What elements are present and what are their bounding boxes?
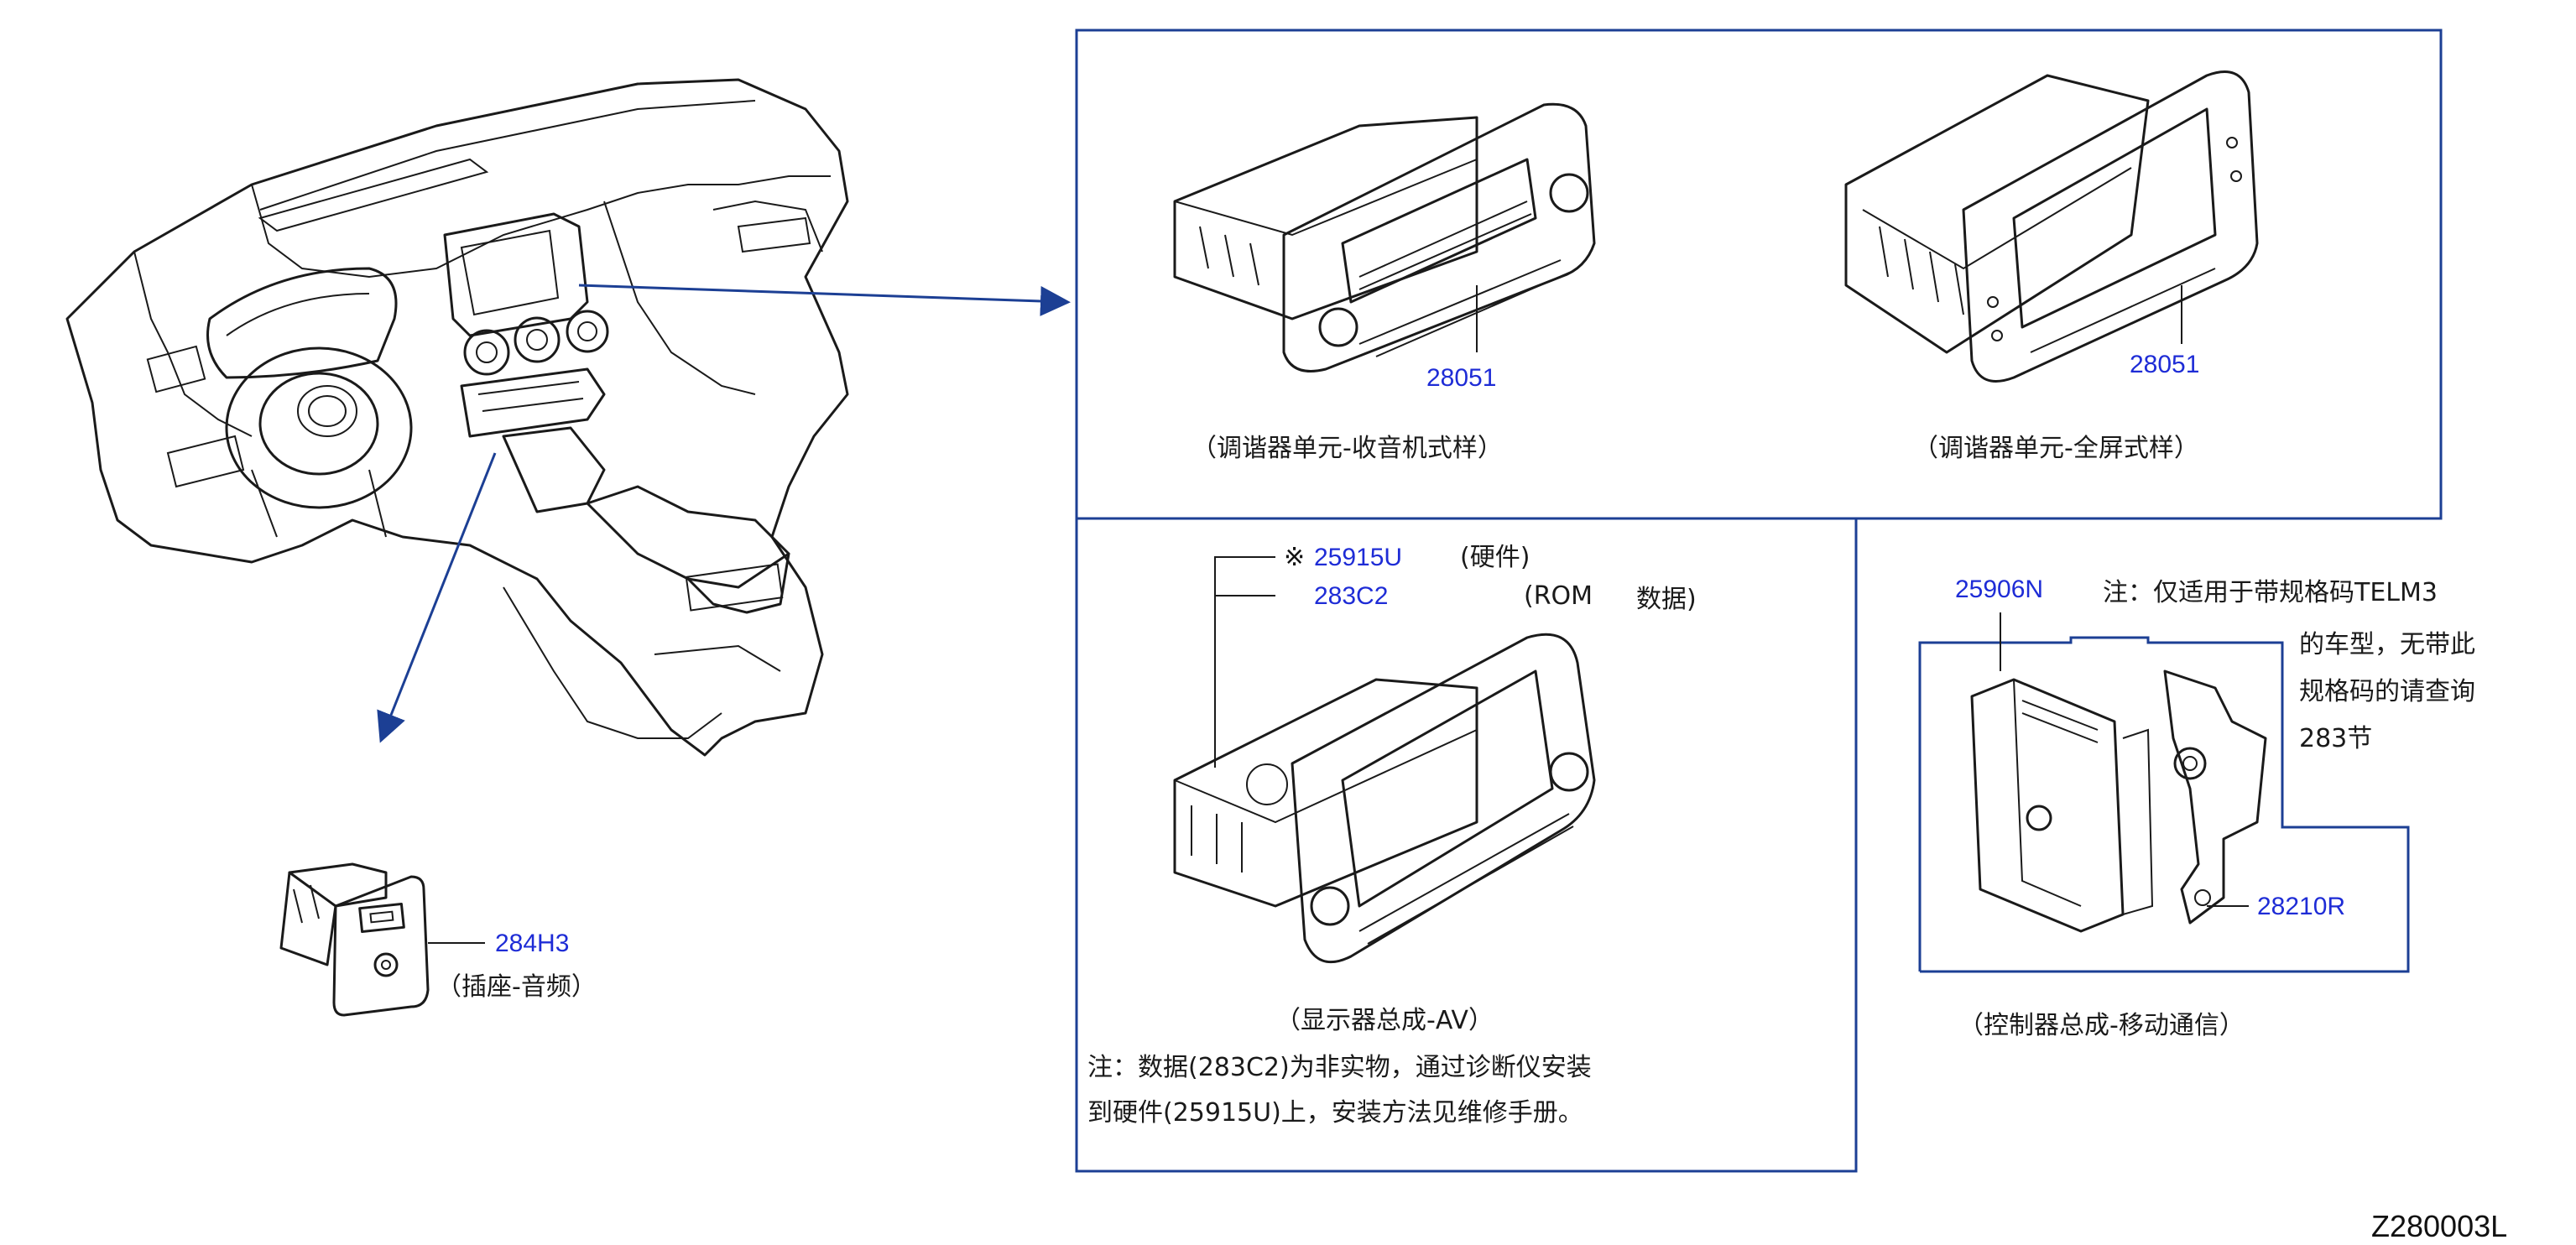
part-number-usb-socket: 284H3 — [495, 930, 569, 957]
tcu-illustration — [1970, 669, 2267, 933]
part-number-display-hw: 25915U — [1314, 544, 1402, 571]
leader-display-hw — [1214, 556, 1275, 768]
caption-usb-socket: （插座-音频） — [436, 972, 597, 1002]
part-number-tuner-full: 28051 — [2130, 351, 2199, 378]
tcu-note-line-2: 的车型，无带此 — [2299, 630, 2475, 659]
part-number-tcu: 25906N — [1955, 576, 2043, 603]
display-av-illustration — [1173, 633, 1596, 964]
tuner-frame — [1075, 29, 2443, 520]
tuner-full-illustration — [1844, 70, 2259, 383]
part-number-bracket: 28210R — [2257, 893, 2345, 920]
arrow-to-tuner — [578, 284, 1071, 316]
caption-tcu: （控制器总成-移动通信） — [1958, 1011, 2245, 1040]
tuner-radio-illustration — [1173, 102, 1596, 372]
note-display-rom-1: (ROM — [1524, 581, 1593, 611]
caption-tuner-radio: （调谐器单元-收音机式样） — [1192, 434, 1503, 463]
caption-display-av: （显示器总成-AV） — [1275, 1006, 1494, 1035]
note-display-hw: (硬件) — [1460, 543, 1530, 572]
part-number-tuner-radio: 28051 — [1426, 364, 1496, 392]
note-display-rom-2: 数据) — [1636, 585, 1697, 614]
part-number-display-rom: 283C2 — [1314, 582, 1388, 610]
caption-tuner-full: （调谐器单元-全屏式样） — [1913, 434, 2199, 463]
tcu-frame — [1918, 636, 2410, 973]
tcu-note-line-1: 注：仅适用于带规格码TELM3 — [2103, 578, 2438, 607]
dashboard-illustration — [65, 78, 849, 757]
usb-socket-illustration — [279, 862, 430, 1017]
tcu-note-line-4: 283节 — [2299, 724, 2372, 753]
display-note-line-2: 到硬件(25915U)上，安装方法见维修手册。 — [1087, 1098, 1583, 1128]
display-hw-mark: ※ — [1284, 544, 1305, 571]
figure-code: Z280003L — [2371, 1209, 2507, 1243]
display-frame — [1075, 518, 1858, 1173]
display-note-line-1: 注：数据(283C2)为非实物，通过诊断仪安装 — [1087, 1053, 1592, 1082]
arrow-to-socket — [377, 452, 497, 743]
tcu-note-line-3: 规格码的请查询 — [2299, 677, 2475, 706]
